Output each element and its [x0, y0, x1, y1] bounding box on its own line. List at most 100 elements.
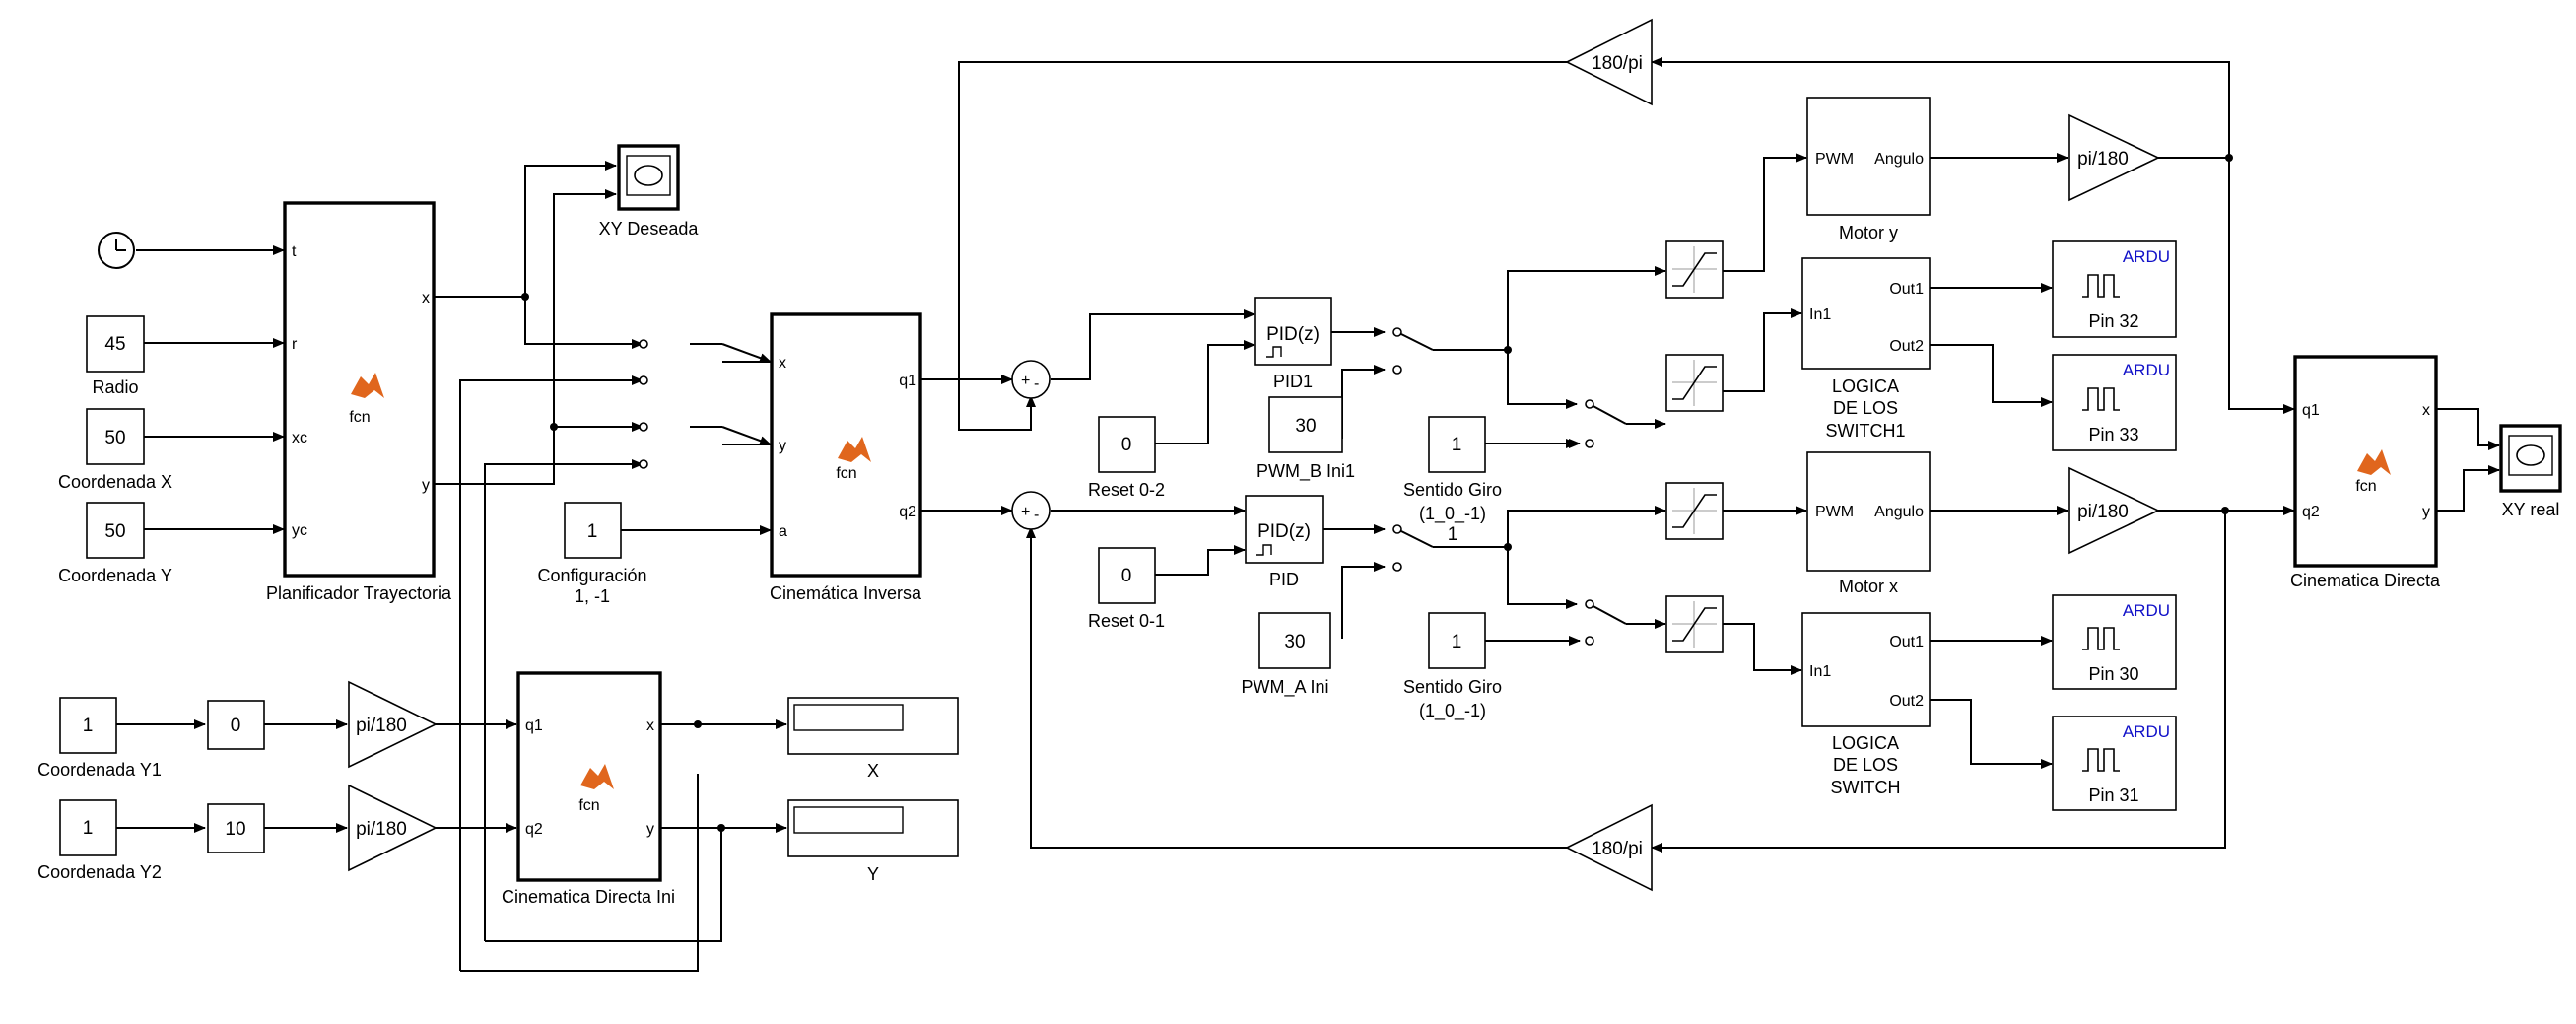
- reset-0-1-label: Reset 0-1: [1088, 611, 1165, 631]
- clock-block[interactable]: [98, 232, 135, 269]
- ardu-tag: ARDU: [2123, 722, 2170, 741]
- pin-label: Pin 31: [2088, 785, 2138, 805]
- cinematica-directa-block[interactable]: q1 q2 x y fcn: [2293, 355, 2438, 568]
- matlab-logo-icon: [580, 764, 614, 789]
- pin-label: Pin 33: [2088, 425, 2138, 444]
- coord-y1-label: Coordenada Y1: [37, 760, 162, 780]
- cinematica-directa-label: Cinematica Directa: [2290, 571, 2441, 590]
- pwm-value: 30: [1284, 632, 1305, 652]
- integrator-y2[interactable]: 10: [207, 803, 265, 853]
- pin-33-block[interactable]: ARDU Pin 33: [2052, 354, 2177, 451]
- motor-x-label: Motor x: [1839, 577, 1898, 596]
- pid-block[interactable]: PID(z): [1245, 495, 1324, 564]
- pid1-block[interactable]: PID(z): [1254, 297, 1332, 366]
- switch-threshold-label: 1: [1448, 524, 1458, 545]
- saturation-block-3[interactable]: [1665, 482, 1724, 540]
- port-t: t: [292, 243, 297, 260]
- motor-y-block[interactable]: PWM Angulo: [1806, 97, 1931, 216]
- coord-value: 1: [83, 818, 94, 839]
- pin-30-block[interactable]: ARDU Pin 30: [2052, 594, 2177, 690]
- pid1-label: PID1: [1273, 372, 1313, 391]
- saturation-block-4[interactable]: [1665, 595, 1724, 653]
- port-x: x: [2422, 402, 2430, 419]
- coord-x-label: Coordenada X: [58, 472, 172, 492]
- ardu-tag: ARDU: [2123, 361, 2170, 379]
- port-xc: xc: [292, 430, 307, 446]
- sentido-2-label-2: (1_0_-1): [1419, 701, 1486, 721]
- logica2-label-2: DE LOS: [1833, 755, 1898, 775]
- sum-block-top[interactable]: + -: [1011, 360, 1051, 399]
- saturation-block-2[interactable]: [1665, 354, 1724, 412]
- coord-x-constant[interactable]: 50: [86, 408, 145, 465]
- motor-x-block[interactable]: PWM Angulo: [1806, 451, 1931, 572]
- pwm-b-label: PWM_B Ini1: [1256, 461, 1355, 482]
- pin-31-block[interactable]: ARDU Pin 31: [2052, 716, 2177, 811]
- coord-y2-constant[interactable]: 1: [59, 799, 117, 856]
- planificador-trayectoria-block[interactable]: t r xc yc x y fcn: [283, 201, 436, 578]
- display-x[interactable]: [787, 697, 959, 755]
- gain-value: pi/180: [356, 716, 407, 736]
- radio-label: Radio: [92, 377, 138, 397]
- port-out1: Out1: [1889, 281, 1924, 298]
- sentido-giro-1-constant[interactable]: 1: [1428, 416, 1486, 473]
- gain-pi-180-mid[interactable]: pi/180: [2068, 466, 2160, 555]
- configuracion-constant[interactable]: 1: [564, 502, 622, 559]
- saturation-block-1[interactable]: [1665, 240, 1724, 299]
- logica2-label-1: LOGICA: [1832, 733, 1899, 753]
- gain-value: pi/180: [2077, 502, 2129, 522]
- port-pwm: PWM: [1815, 151, 1854, 168]
- ardu-tag: ARDU: [2123, 601, 2170, 620]
- coord-y2-label: Coordenada Y2: [37, 862, 162, 882]
- xy-real-label: XY real: [2502, 500, 2560, 519]
- xy-deseada-label: XY Deseada: [599, 219, 700, 239]
- port-q1: q1: [2302, 402, 2320, 419]
- int-value: 0: [231, 716, 241, 736]
- logica-switch-block[interactable]: In1 Out1 Out2: [1801, 612, 1931, 727]
- plus-sign: +: [1021, 373, 1030, 389]
- pin-label: Pin 32: [2088, 311, 2138, 331]
- reset-0-2-constant[interactable]: 0: [1098, 416, 1156, 473]
- pulse-icon: [2082, 274, 2120, 298]
- display-y[interactable]: [787, 799, 959, 857]
- reset-0-1-constant[interactable]: 0: [1098, 547, 1156, 604]
- logica2-label-3: SWITCH: [1831, 778, 1901, 797]
- pwm-b-constant[interactable]: 30: [1268, 396, 1343, 453]
- plus-sign: +: [1021, 504, 1030, 520]
- port-yc: yc: [292, 522, 307, 539]
- radio-value: 45: [104, 334, 125, 355]
- gain-pi-180-top[interactable]: pi/180: [2068, 113, 2160, 202]
- port-pwm: PWM: [1815, 504, 1854, 520]
- coord-y1-constant[interactable]: 1: [59, 697, 117, 754]
- xy-deseada-scope[interactable]: [617, 144, 680, 211]
- fcn-text: fcn: [836, 465, 856, 482]
- coord-y-label: Coordenada Y: [58, 566, 172, 585]
- integrator-y1[interactable]: 0: [207, 700, 265, 750]
- reset-value: 0: [1121, 566, 1132, 586]
- port-y: y: [2422, 504, 2430, 520]
- radio-constant[interactable]: 45: [86, 315, 145, 373]
- sentido-giro-2-constant[interactable]: 1: [1428, 612, 1486, 669]
- gain-180-pi-bottom[interactable]: 180/pi: [1565, 803, 1653, 892]
- pid-text: PID(z): [1266, 324, 1320, 345]
- coord-y-value: 50: [104, 521, 125, 542]
- coord-y-constant[interactable]: 50: [86, 502, 145, 559]
- gain-pi-180-y2[interactable]: pi/180: [348, 784, 438, 872]
- gain-180-pi-top[interactable]: 180/pi: [1565, 18, 1653, 106]
- pin-32-block[interactable]: ARDU Pin 32: [2052, 240, 2177, 338]
- pwm-a-constant[interactable]: 30: [1258, 612, 1331, 669]
- cinematica-inversa-block[interactable]: x y a q1 q2 fcn: [770, 312, 922, 578]
- xy-real-scope[interactable]: [2499, 424, 2562, 493]
- ardu-tag: ARDU: [2123, 247, 2170, 266]
- port-x: x: [779, 355, 786, 372]
- saturation-icon: [1672, 494, 1717, 528]
- sum-block-bottom[interactable]: + -: [1011, 491, 1051, 530]
- pin-label: Pin 30: [2088, 664, 2138, 684]
- logica-switch1-block[interactable]: In1 Out1 Out2: [1801, 257, 1931, 370]
- port-out2: Out2: [1889, 693, 1924, 710]
- config-value: 1: [587, 521, 598, 542]
- port-y: y: [646, 821, 654, 838]
- gain-value: pi/180: [2077, 149, 2129, 170]
- cinematica-directa-ini-block[interactable]: q1 q2 x y fcn: [516, 671, 662, 882]
- gain-pi-180-y1[interactable]: pi/180: [348, 680, 438, 769]
- port-angulo: Angulo: [1874, 504, 1924, 520]
